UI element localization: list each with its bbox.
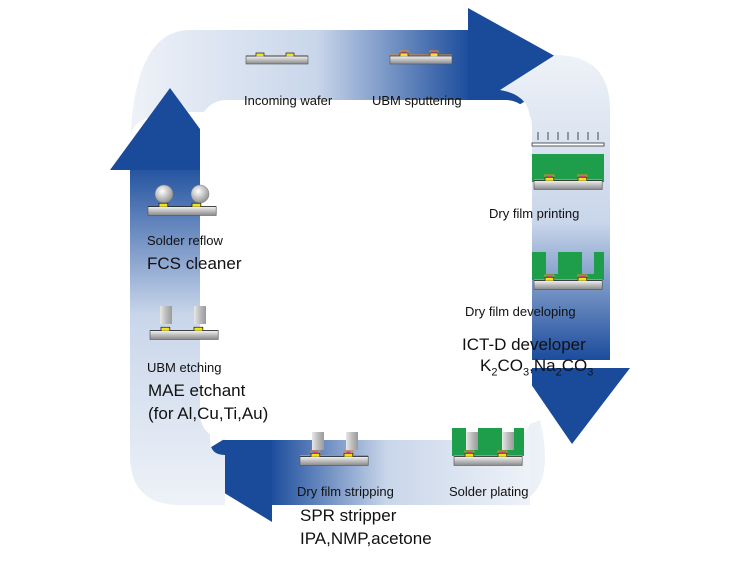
- chemical-spr-stripper: SPR stripper: [300, 506, 397, 525]
- step-label-ubm-etching: UBM etching: [147, 360, 222, 375]
- chemical-fcs-cleaner: FCS cleaner: [147, 254, 242, 273]
- cycle-center: [200, 100, 532, 440]
- arrow-down-right: [520, 368, 630, 444]
- chemical-developer-formula: K2CO3,Na2CO3: [480, 356, 594, 379]
- step-label-dry-film-developing: Dry film developing: [465, 304, 576, 319]
- step-label-dry-film-printing: Dry film printing: [489, 206, 580, 221]
- solder-plating-illustration: [452, 428, 524, 466]
- dry-film-printing-illustration: [531, 132, 605, 190]
- step-label-solder-reflow: Solder reflow: [147, 233, 223, 248]
- step-label-solder-plating: Solder plating: [449, 484, 529, 499]
- step-label-dry-film-stripping: Dry film stripping: [297, 484, 394, 499]
- ubm-etching-illustration: [149, 306, 219, 340]
- chemical-ict-d-developer: ICT-D developer: [462, 335, 586, 354]
- dry-film-developing-illustration: [532, 252, 604, 290]
- dry-film-stripping-illustration: [299, 432, 369, 466]
- chemical-mae-etchant: MAE etchant: [148, 381, 246, 400]
- process-cycle-band: [110, 8, 630, 522]
- step-label-incoming-wafer: Incoming wafer: [244, 93, 333, 108]
- solder-reflow-illustration: [147, 184, 217, 216]
- chemical-mae-etchant-note: (for Al,Cu,Ti,Au): [148, 404, 269, 423]
- step-label-ubm-sputtering: UBM sputtering: [372, 93, 462, 108]
- chemical-spr-stripper-solvents: IPA,NMP,acetone: [300, 529, 432, 548]
